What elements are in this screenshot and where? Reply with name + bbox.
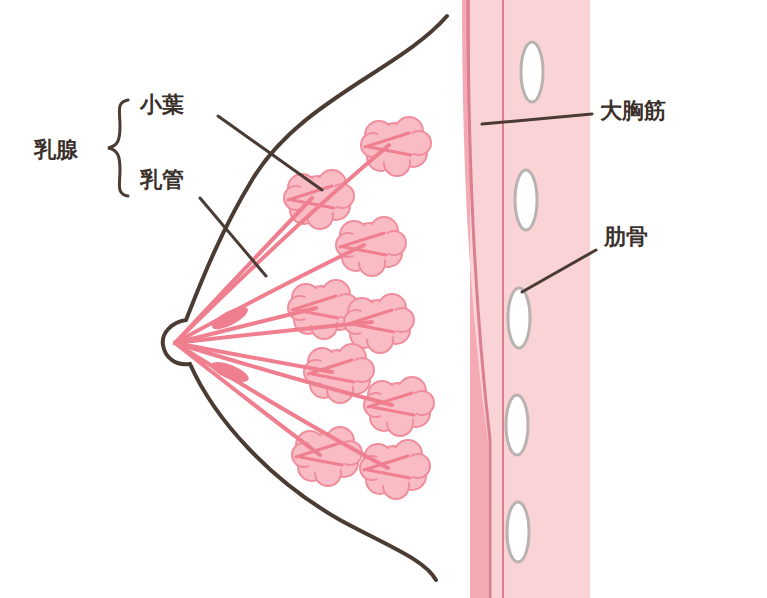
leader-lines bbox=[200, 114, 596, 292]
breast-outline bbox=[163, 16, 447, 580]
duct-sinus bbox=[209, 302, 251, 333]
lobule bbox=[284, 170, 354, 229]
lobule bbox=[361, 117, 431, 176]
part-label: 乳管 bbox=[140, 167, 184, 193]
group-label: 乳腺 bbox=[34, 137, 78, 163]
lobule bbox=[304, 344, 374, 403]
lobules bbox=[284, 117, 434, 499]
lobule bbox=[360, 440, 430, 499]
part-label: 肋骨 bbox=[604, 224, 648, 250]
part-label: 小葉 bbox=[140, 92, 184, 118]
milk-ducts bbox=[175, 133, 414, 478]
pectoralis-muscle bbox=[462, 0, 488, 598]
muscle-edge bbox=[468, 0, 490, 598]
rib-band-edge bbox=[502, 0, 504, 598]
duct-sinus bbox=[209, 358, 251, 386]
lobule bbox=[364, 377, 434, 436]
part-label: 大胸筋 bbox=[600, 98, 666, 124]
bracket bbox=[108, 100, 128, 196]
lobule bbox=[336, 217, 406, 276]
